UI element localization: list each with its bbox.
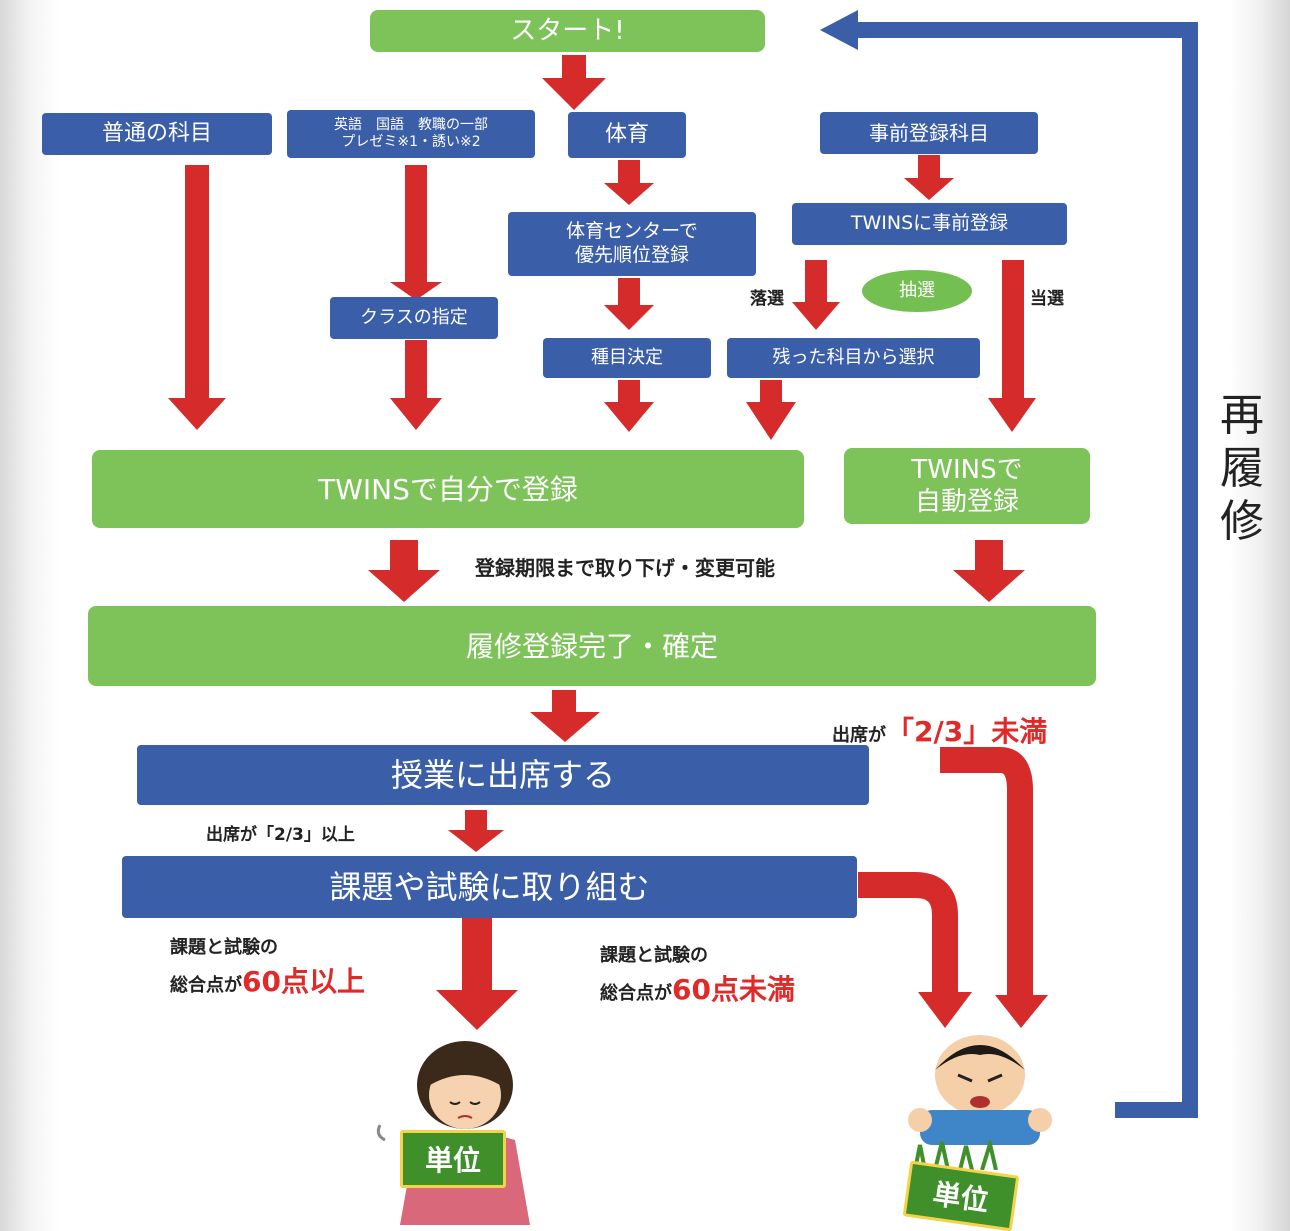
auto-line1: TWINSで xyxy=(911,454,1023,485)
language-line2: プレゼミ※1・誘い※2 xyxy=(341,134,481,150)
start-box: スタート! xyxy=(370,10,765,52)
retake-loop-line xyxy=(850,22,1198,1118)
retake-label: 再履修 xyxy=(1220,390,1264,547)
won-label: 当選 xyxy=(1030,289,1064,309)
fail-line1: 課題と試験の xyxy=(600,945,708,966)
prereg-box: 事前登録科目 xyxy=(820,112,1038,154)
pass-line2-value: 60点以上 xyxy=(242,965,365,998)
pe-center-box: 体育センターで 優先順位登録 xyxy=(508,212,756,276)
pass-condition-label: 課題と試験の 総合点が60点以上 xyxy=(170,934,365,1003)
attendance-over-label: 出席が「2/3」以上 xyxy=(206,825,355,845)
retake-loop-arrowhead xyxy=(820,10,858,50)
fail-student-illustration xyxy=(908,1035,1052,1145)
grass-icon xyxy=(913,1140,998,1170)
assignment-exam-box: 課題や試験に取り組む xyxy=(122,856,857,918)
change-possible-label: 登録期限まで取り下げ・変更可能 xyxy=(475,556,775,580)
pass-line2-prefix: 総合点が xyxy=(170,975,242,996)
pe-box: 体育 xyxy=(568,112,686,158)
self-register-box: TWINSで自分で登録 xyxy=(92,450,804,528)
lost-label: 落選 xyxy=(750,289,784,309)
registration-complete-box: 履修登録完了・確定 xyxy=(88,606,1096,686)
pe-center-line1: 体育センターで xyxy=(566,220,698,243)
pe-center-line2: 優先順位登録 xyxy=(574,244,689,266)
pass-line1: 課題と試験の xyxy=(170,937,278,958)
fail-condition-label: 課題と試験の 総合点が60点未満 xyxy=(600,942,795,1011)
attend-class-box: 授業に出席する xyxy=(137,745,869,805)
class-assign-box: クラスの指定 xyxy=(330,297,498,339)
fail-line2-value: 60点未満 xyxy=(672,973,795,1006)
remaining-box: 残った科目から選択 xyxy=(727,338,980,378)
language-line1: 英語 国語 教職の一部 xyxy=(334,116,488,133)
pass-student-illustration xyxy=(376,1041,530,1225)
normal-subjects-box: 普通の科目 xyxy=(42,113,272,155)
sport-decide-box: 種目決定 xyxy=(543,338,711,378)
lottery-ellipse: 抽選 xyxy=(862,270,972,312)
auto-line2: 自動登録 xyxy=(914,487,1019,517)
attendance-under-value: 「2/3」未満 xyxy=(886,715,1048,748)
language-subjects-box: 英語 国語 教職の一部 プレゼミ※1・誘い※2 xyxy=(287,110,535,158)
attendance-under-label: 出席が「2/3」未満 xyxy=(832,710,1047,750)
attendance-under-prefix: 出席が xyxy=(832,725,886,746)
auto-register-box: TWINSで 自動登録 xyxy=(844,448,1090,524)
twins-prereg-box: TWINSに事前登録 xyxy=(792,203,1067,245)
credit-sign-pass: 単位 xyxy=(400,1130,506,1188)
fail-line2-prefix: 総合点が xyxy=(600,983,672,1004)
